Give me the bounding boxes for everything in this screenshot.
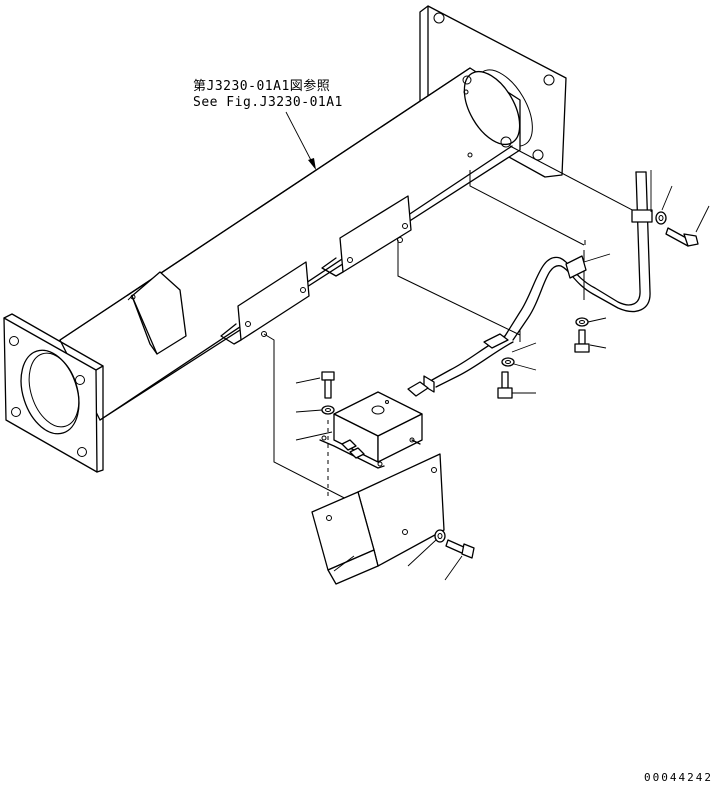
wire-connector [407, 381, 429, 397]
drawing-code: 00044242 [644, 771, 713, 784]
fastener-washer-relay [321, 405, 335, 415]
wire-clip-lower [483, 333, 509, 349]
wire-harness [407, 171, 653, 397]
relay-box [319, 391, 423, 469]
wire-clamp [565, 255, 587, 279]
mounting-bracket-center [321, 195, 412, 277]
reference-line-jp: 第J3230-01A1図参照 [193, 78, 330, 94]
relay-terminal-1 [341, 439, 357, 451]
wire-clip-upper [631, 209, 653, 223]
fastener-washer-center [501, 357, 515, 367]
lower-l-bracket [311, 453, 445, 585]
callout-leaders [295, 170, 710, 581]
mounting-bracket-left [220, 261, 310, 345]
fastener-bolt-center [497, 371, 513, 399]
fastener-bolt-upper-right [665, 227, 699, 247]
cover-plate [127, 271, 187, 355]
reference-leader [285, 111, 315, 167]
tube-port [500, 136, 512, 148]
reference-note: 第J3230-01A1図参照 See Fig.J3230-01A1 [193, 78, 343, 170]
fastener-washer-lower [434, 529, 446, 543]
reference-line-en: See Fig.J3230-01A1 [193, 95, 343, 110]
front-flange-plate [3, 313, 104, 473]
fastener-washer-middle-right [575, 317, 589, 327]
relay-terminal-2 [349, 447, 365, 459]
fastener-washer-upper-right [655, 211, 667, 225]
fastener-bolt-lower [445, 539, 475, 559]
wire-terminal [423, 375, 435, 393]
fastener-bolt-relay [321, 371, 335, 399]
main-tube [59, 67, 521, 421]
reference-arrowhead [308, 158, 316, 170]
fastener-bolt-middle-right [574, 329, 590, 353]
